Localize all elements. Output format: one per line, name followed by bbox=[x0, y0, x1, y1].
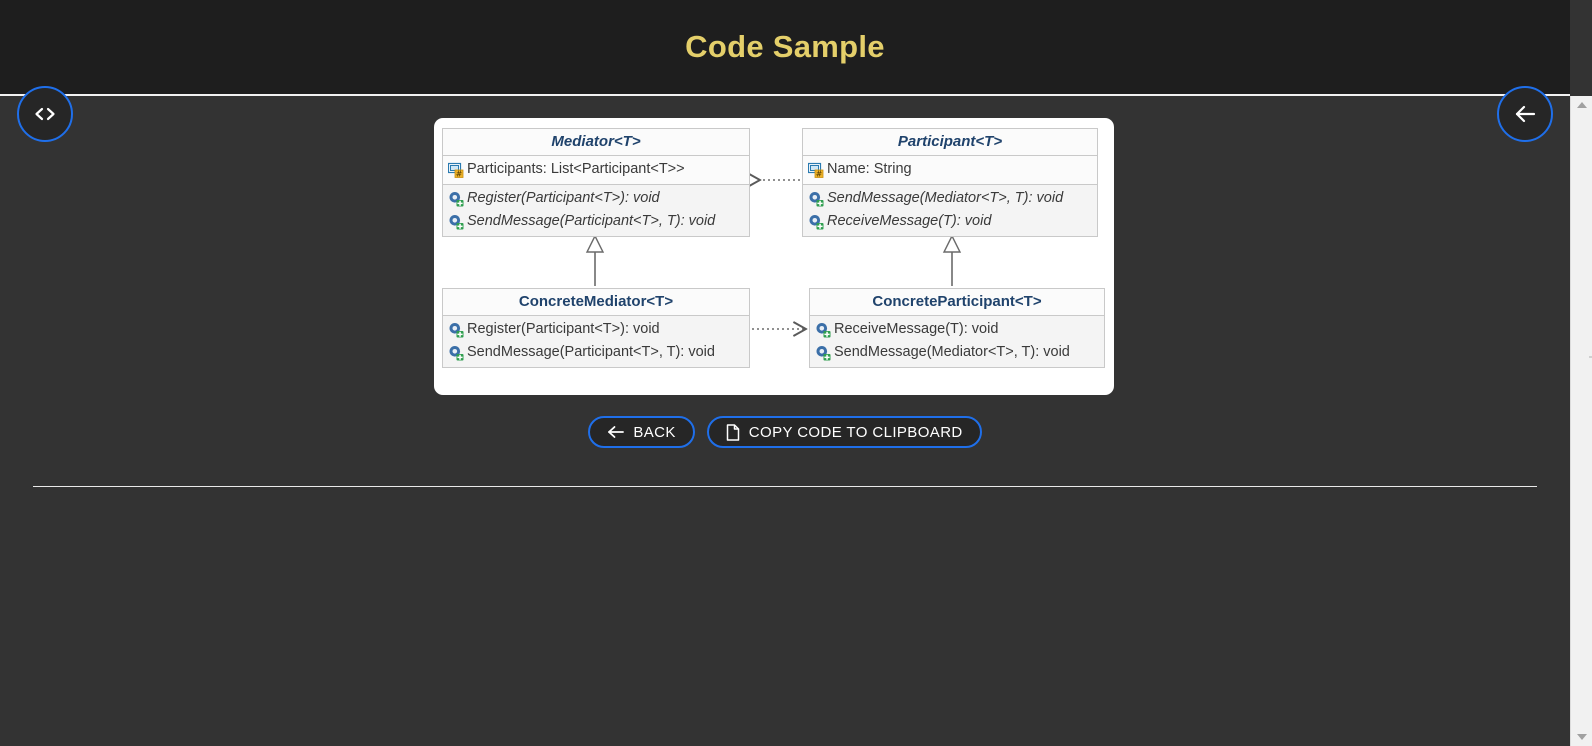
method-icon bbox=[448, 214, 464, 230]
method-icon bbox=[448, 191, 464, 207]
scroll-up-arrow[interactable] bbox=[1571, 96, 1592, 114]
uml-class-concrete-participant[interactable]: ConcreteParticipant<T> bbox=[809, 288, 1105, 368]
uml-method-row: Register(Participant<T>): void bbox=[443, 318, 749, 341]
uml-method-row: ReceiveMessage(T): void bbox=[810, 318, 1104, 341]
uml-methods-section: ReceiveMessage(T): void bbox=[810, 316, 1104, 367]
uml-method-label: SendMessage(Participant<T>, T): void bbox=[467, 344, 715, 360]
view-code-fab-button[interactable] bbox=[17, 86, 73, 142]
uml-method-row: SendMessage(Mediator<T>, T): void bbox=[810, 341, 1104, 364]
uml-class-concrete-mediator[interactable]: ConcreteMediator<T> bbox=[442, 288, 750, 368]
arrow-left-icon bbox=[1514, 105, 1536, 123]
code-icon bbox=[34, 107, 56, 121]
back-button[interactable]: BACK bbox=[588, 416, 695, 448]
uml-class-title: Mediator<T> bbox=[443, 129, 749, 156]
uml-class-mediator[interactable]: Mediator<T> # Participa bbox=[442, 128, 750, 237]
back-button-label: BACK bbox=[633, 423, 676, 441]
method-icon bbox=[448, 322, 464, 338]
uml-attribute-label: Name: String bbox=[827, 161, 912, 177]
copy-code-button[interactable]: COPY CODE TO CLIPBOARD bbox=[706, 416, 982, 448]
connector-concretemediator-to-mediator bbox=[585, 234, 605, 286]
document-copy-icon bbox=[726, 423, 740, 441]
page-header: Code Sample bbox=[0, 0, 1570, 96]
uml-method-row: SendMessage(Participant<T>, T): void bbox=[443, 210, 749, 233]
uml-method-row: ReceiveMessage(T): void bbox=[803, 210, 1097, 233]
section-divider bbox=[33, 486, 1537, 487]
scroll-down-arrow[interactable] bbox=[1571, 728, 1592, 746]
uml-class-title: ConcreteParticipant<T> bbox=[810, 289, 1104, 316]
back-fab-button[interactable] bbox=[1497, 86, 1553, 142]
uml-method-label: Register(Participant<T>): void bbox=[467, 321, 660, 337]
method-icon bbox=[448, 345, 464, 361]
page-title: Code Sample bbox=[685, 29, 885, 64]
uml-method-label: ReceiveMessage(T): void bbox=[827, 213, 992, 229]
method-icon bbox=[808, 191, 824, 207]
scrollbar-thumb[interactable] bbox=[1573, 116, 1591, 676]
uml-attribute-row: # Participants: List<Participant<T>> bbox=[443, 158, 749, 181]
uml-method-row: Register(Participant<T>): void bbox=[443, 187, 749, 210]
method-icon bbox=[815, 345, 831, 361]
uml-methods-section: Register(Participant<T>): void bbox=[443, 185, 749, 236]
uml-attributes-section: # Name: String bbox=[803, 156, 1097, 185]
action-button-row: BACK COPY CODE TO CLIPBOARD bbox=[0, 416, 1570, 448]
content-scroll-area[interactable]: Mediator<T> # Participa bbox=[0, 98, 1570, 746]
uml-attribute-label: Participants: List<Participant<T>> bbox=[467, 161, 685, 177]
uml-attribute-row: # Name: String bbox=[803, 158, 1097, 181]
scrollbar-nub bbox=[1589, 356, 1592, 358]
vertical-scrollbar[interactable] bbox=[1570, 96, 1592, 746]
uml-method-label: Register(Participant<T>): void bbox=[467, 190, 660, 206]
uml-method-label: SendMessage(Participant<T>, T): void bbox=[467, 213, 716, 229]
svg-text:#: # bbox=[456, 169, 463, 178]
svg-text:#: # bbox=[816, 169, 823, 178]
copy-code-button-label: COPY CODE TO CLIPBOARD bbox=[748, 423, 963, 441]
uml-diagram-card: Mediator<T> # Participa bbox=[434, 118, 1114, 395]
uml-methods-section: SendMessage(Mediator<T>, T): void bbox=[803, 185, 1097, 236]
uml-method-row: SendMessage(Participant<T>, T): void bbox=[443, 341, 749, 364]
uml-method-label: SendMessage(Mediator<T>, T): void bbox=[834, 344, 1070, 360]
uml-method-label: SendMessage(Mediator<T>, T): void bbox=[827, 190, 1064, 206]
uml-class-title: ConcreteMediator<T> bbox=[443, 289, 749, 316]
connector-concreteparticipant-to-participant bbox=[942, 234, 962, 286]
uml-methods-section: Register(Participant<T>): void bbox=[443, 316, 749, 367]
property-icon: # bbox=[807, 162, 824, 178]
uml-attributes-section: # Participants: List<Participant<T>> bbox=[443, 156, 749, 185]
uml-diagram: Mediator<T> # Participa bbox=[434, 118, 1114, 395]
property-icon: # bbox=[447, 162, 464, 178]
uml-method-label: ReceiveMessage(T): void bbox=[834, 321, 999, 337]
method-icon bbox=[815, 322, 831, 338]
uml-class-title: Participant<T> bbox=[803, 129, 1097, 156]
uml-method-row: SendMessage(Mediator<T>, T): void bbox=[803, 187, 1097, 210]
uml-class-participant[interactable]: Participant<T> # Name: bbox=[802, 128, 1098, 237]
arrow-left-icon bbox=[607, 425, 625, 439]
method-icon bbox=[808, 214, 824, 230]
